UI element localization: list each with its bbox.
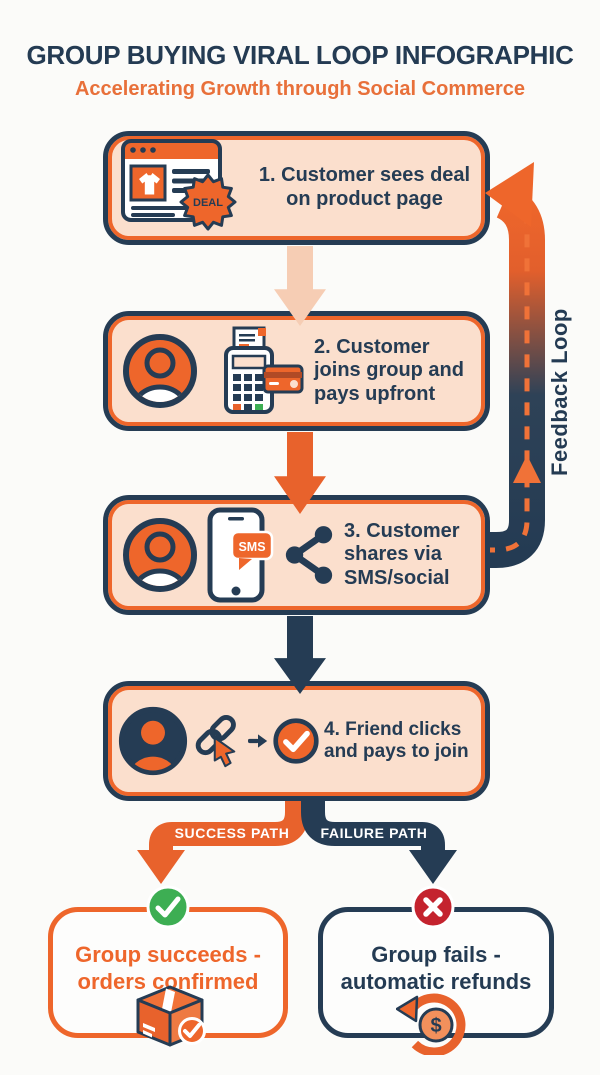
user-avatar-icon — [123, 334, 197, 408]
cursor-icon — [213, 736, 236, 768]
phone-sms-icon: SMS — [207, 507, 274, 603]
share-icon — [285, 526, 333, 584]
step-1-text: 1. Customer sees deal on product page — [258, 164, 471, 210]
failure-x-icon — [411, 885, 455, 929]
deal-badge-text: DEAL — [193, 197, 223, 209]
feedback-loop-label: Feedback Loop — [547, 308, 572, 476]
user-avatar-icon — [123, 518, 197, 592]
step-3-text: 3. Customer shares via SMS/social — [344, 519, 460, 589]
success-path-label: SUCCESS PATH — [174, 825, 290, 841]
small-arrow-right-icon — [248, 734, 268, 748]
package-icon — [136, 985, 206, 1047]
step-box-1: DEAL 1. Customer sees deal on product pa… — [103, 131, 490, 245]
page-subtitle: Accelerating Growth through Social Comme… — [74, 78, 526, 100]
feedback-loop-arrowhead — [485, 162, 534, 227]
step-box-3: SMS 3. Customer shares via SMS/social — [103, 495, 490, 615]
failure-text: Group fails - automatic refunds — [340, 942, 532, 994]
sms-bubble-icon: SMS — [230, 530, 274, 570]
payment-terminal-icon — [224, 326, 304, 414]
deal-badge-icon: DEAL — [179, 173, 237, 231]
step-4-text: 4. Friend clicks and pays to join — [324, 718, 469, 762]
tshirt-icon — [139, 173, 160, 195]
check-circle-icon — [273, 718, 319, 764]
step-box-2: 2. Customer joins group and pays upfront — [103, 311, 490, 431]
failure-path-label: FAILURE PATH — [320, 825, 428, 841]
sms-bubble-text: SMS — [238, 540, 265, 554]
step-box-4: 4. Friend clicks and pays to join — [103, 681, 490, 801]
page-title: GROUP BUYING VIRAL LOOP INFOGRAPHIC — [26, 40, 574, 70]
feedback-dash-arrowhead — [513, 455, 541, 483]
user-avatar-dark-icon — [118, 706, 188, 776]
credit-card-icon — [262, 364, 304, 394]
step-2-text: 2. Customer joins group and pays upfront — [314, 335, 464, 405]
link-icon — [195, 714, 236, 768]
success-check-icon — [146, 885, 190, 929]
browser-deal-icon: DEAL — [121, 139, 237, 231]
feedback-loop-arrow — [482, 184, 545, 568]
dollar-sign-text: $ — [430, 1015, 441, 1037]
refund-icon: $ — [396, 993, 466, 1055]
